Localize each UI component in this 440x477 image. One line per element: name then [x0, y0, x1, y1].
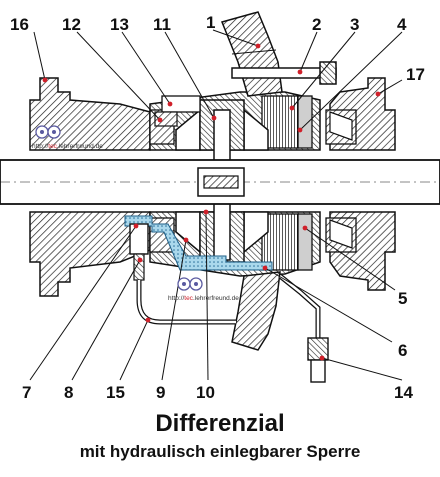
part-label-10: 10: [196, 383, 215, 402]
watermark-logo-upper: [35, 125, 61, 139]
leader-lines: [29, 29, 403, 381]
part-label-15: 15: [106, 383, 125, 402]
diagram-subtitle: mit hydraulisch einlegbarer Sperre: [79, 442, 361, 461]
part-label-1: 1: [206, 13, 215, 32]
part-label-14: 14: [394, 383, 413, 402]
connector-fitting: [307, 337, 329, 383]
part-label-16: 16: [10, 15, 29, 34]
clutch-pack-top: [261, 95, 313, 149]
part-label-9: 9: [156, 383, 165, 402]
watermark-url-lower: http://tec.lehrerfreund.de: [168, 295, 239, 302]
part-label-11: 11: [153, 15, 171, 34]
axle-shaft: [0, 159, 440, 205]
watermark-url-upper: http://tec.lehrerfreund.de: [32, 143, 103, 150]
part-label-13: 13: [110, 15, 129, 34]
part-labels: 16 12 13 11 1 2 3 4 17 5 6 7 8 15 9 10 1…: [10, 13, 425, 402]
part-label-4: 4: [397, 15, 407, 34]
marker-dots: [42, 43, 381, 361]
part-label-3: 3: [350, 15, 359, 34]
piston-fitting: [129, 223, 149, 281]
hydraulic-line: [136, 274, 321, 340]
part-label-5: 5: [398, 289, 407, 308]
oil-channel: [124, 215, 273, 271]
part-label-17: 17: [406, 65, 425, 84]
part-label-6: 6: [398, 341, 407, 360]
diagram-title: Differenzial: [155, 410, 285, 437]
part-label-7: 7: [22, 383, 31, 402]
part-label-12: 12: [62, 15, 81, 34]
crown-bolt: [231, 61, 337, 85]
part-label-8: 8: [64, 383, 73, 402]
watermark-logo-lower: [177, 277, 203, 291]
part-label-2: 2: [312, 15, 321, 34]
